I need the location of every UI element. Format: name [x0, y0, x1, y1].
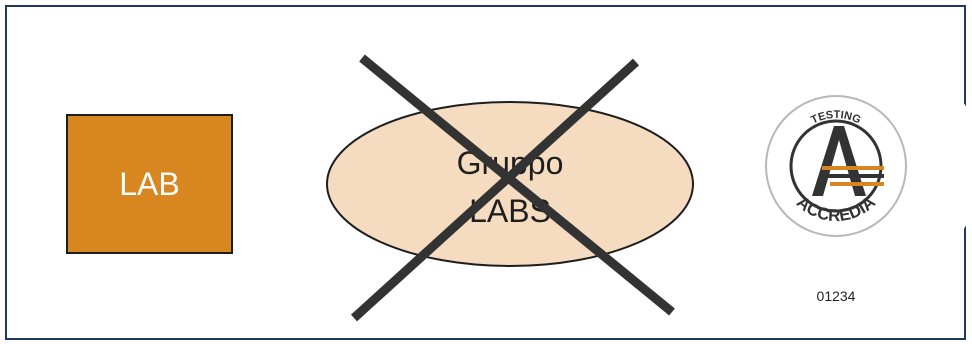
accredia-top-text: TESTING — [809, 109, 862, 126]
accredia-stripe-3 — [830, 182, 884, 186]
accredia-a-icon — [812, 126, 866, 196]
cross-out-mark — [350, 54, 675, 322]
cross-out-stroke-2 — [350, 58, 640, 322]
certificate-number: 01234 — [816, 288, 856, 304]
accredia-stripe-2 — [826, 174, 884, 178]
cross-out-stroke-1 — [359, 54, 675, 316]
accredia-stripe-1 — [822, 166, 884, 170]
lab-box-label: LAB — [119, 165, 180, 202]
lab-box: LAB — [66, 114, 233, 254]
accredia-seal-real: TESTING ACCREDIA — [765, 95, 907, 237]
